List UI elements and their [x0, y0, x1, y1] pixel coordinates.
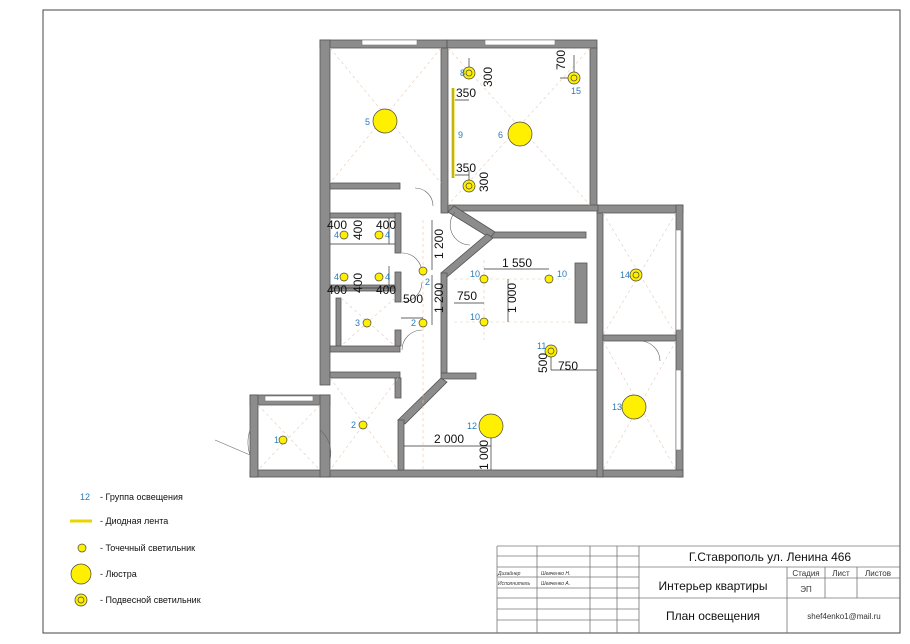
spot-fixture: [362, 318, 372, 328]
fixture-group-label: 2: [351, 420, 356, 430]
fixture-group-label: 10: [470, 312, 480, 322]
legend-pendant: - Подвесной светильник: [100, 595, 201, 605]
fixture-group-label: 4: [334, 272, 339, 282]
fixture-group-label: 13: [612, 402, 622, 412]
spot-fixture: [339, 272, 349, 282]
spot-fixture: [418, 266, 428, 276]
fixture-group-label: 3: [355, 318, 360, 328]
fixture-group-label: 15: [571, 86, 581, 96]
legend-spot: - Точечный светильник: [100, 543, 195, 553]
svg-text:400: 400: [351, 220, 365, 240]
svg-text:400: 400: [351, 273, 365, 293]
svg-text:1 550: 1 550: [502, 256, 532, 270]
pendant-inner-ring: [632, 271, 640, 279]
fixture-group-label: 4: [385, 230, 390, 240]
pendant-fixture: [629, 268, 643, 282]
svg-text:350: 350: [456, 86, 476, 100]
spot-fixture: [278, 435, 288, 445]
svg-text:Стадия: Стадия: [792, 569, 819, 578]
legend-group: - Группа освещения: [100, 492, 183, 502]
svg-text:300: 300: [481, 67, 495, 87]
svg-text:400: 400: [376, 218, 396, 232]
legend-chandelier: - Люстра: [100, 569, 137, 579]
email: shef4enko1@mail.ru: [807, 612, 881, 621]
dimensions: 300 350 700 350 300 400 400 400 400 400 …: [327, 50, 597, 470]
doors: [214, 187, 661, 461]
chandelier-legend-icon: [70, 563, 92, 585]
legend: 12 - Группа освещения - Диодная лента - …: [70, 492, 201, 607]
spot-fixture: [479, 317, 489, 327]
spot-fixture: [358, 420, 368, 430]
svg-text:700: 700: [554, 50, 568, 70]
svg-text:1 000: 1 000: [505, 283, 519, 313]
spot-legend-icon: [77, 543, 87, 553]
fixture-group-label: 10: [470, 269, 480, 279]
fixture-group-label: 12: [467, 421, 477, 431]
spot-fixture: [479, 274, 489, 284]
svg-text:ЭП: ЭП: [800, 585, 812, 594]
project-name: Интерьер квартиры: [659, 579, 768, 593]
pendant-fixture: [567, 71, 581, 85]
svg-text:750: 750: [457, 289, 477, 303]
spot-fixture: [374, 230, 384, 240]
svg-text:400: 400: [327, 218, 347, 232]
fixture-group-label: 11: [537, 341, 546, 351]
fixture-group-label: 1: [274, 435, 279, 445]
svg-text:500: 500: [403, 292, 423, 306]
svg-text:500: 500: [536, 353, 550, 373]
svg-text:1 200: 1 200: [432, 229, 446, 259]
address: Г.Ставрополь ул. Ленина 466: [689, 550, 852, 564]
svg-text:Шевченко Н.: Шевченко Н.: [541, 571, 570, 577]
fixture-group-label: 14: [620, 270, 630, 280]
pendant-fixture: [544, 344, 558, 358]
pendant-inner-ring: [465, 69, 473, 77]
fixture-group-label: 5: [365, 117, 370, 127]
svg-text:750: 750: [558, 359, 578, 373]
pendant-fixture: [462, 66, 476, 80]
fixture-group-label: 10: [557, 269, 567, 279]
pendant-legend-icon: [74, 593, 88, 607]
title-block: Дизайнер Шевченко Н. Исполнитель Шевченк…: [496, 545, 900, 633]
pendant-inner-ring: [570, 74, 578, 82]
spot-fixture: [544, 274, 554, 284]
led-strip-label: 9: [458, 130, 463, 140]
chandelier-fixture: [372, 108, 398, 134]
walls: [249, 39, 684, 478]
spot-fixture: [418, 318, 428, 328]
svg-text:400: 400: [376, 283, 396, 297]
svg-text:1 000: 1 000: [477, 440, 491, 470]
svg-text:1 200: 1 200: [432, 283, 446, 313]
legend-led: - Диодная лента: [100, 516, 168, 526]
fixture-group-label: 8: [460, 68, 465, 78]
pendant-inner-ring: [465, 182, 473, 190]
svg-text:350: 350: [456, 161, 476, 175]
svg-text:Шевченко А.: Шевченко А.: [541, 581, 570, 587]
svg-text:2 000: 2 000: [434, 432, 464, 446]
svg-text:300: 300: [477, 172, 491, 192]
svg-text:400: 400: [327, 283, 347, 297]
chandelier-fixture: [507, 121, 533, 147]
svg-text:Листов: Листов: [865, 569, 891, 578]
sheet-border: [42, 9, 901, 634]
chandelier-fixture: [621, 394, 647, 420]
fixture-group-label: 6: [498, 130, 503, 140]
fixture-group-label: 2: [425, 277, 430, 287]
pendant-fixture: [462, 179, 476, 193]
svg-text:Исполнитель: Исполнитель: [498, 581, 530, 587]
svg-text:Дизайнер: Дизайнер: [497, 570, 521, 577]
spot-fixture: [374, 272, 384, 282]
sheet-title: План освещения: [666, 609, 760, 623]
spot-fixture: [339, 230, 349, 240]
legend-group-sample: 12: [80, 492, 90, 502]
chandelier-fixture: [478, 413, 504, 439]
fixture-group-label: 4: [385, 272, 390, 282]
svg-text:Лист: Лист: [832, 569, 850, 578]
pendant-inner-ring: [547, 347, 555, 355]
fixture-group-label: 2: [411, 318, 416, 328]
fixture-group-label: 4: [334, 230, 339, 240]
